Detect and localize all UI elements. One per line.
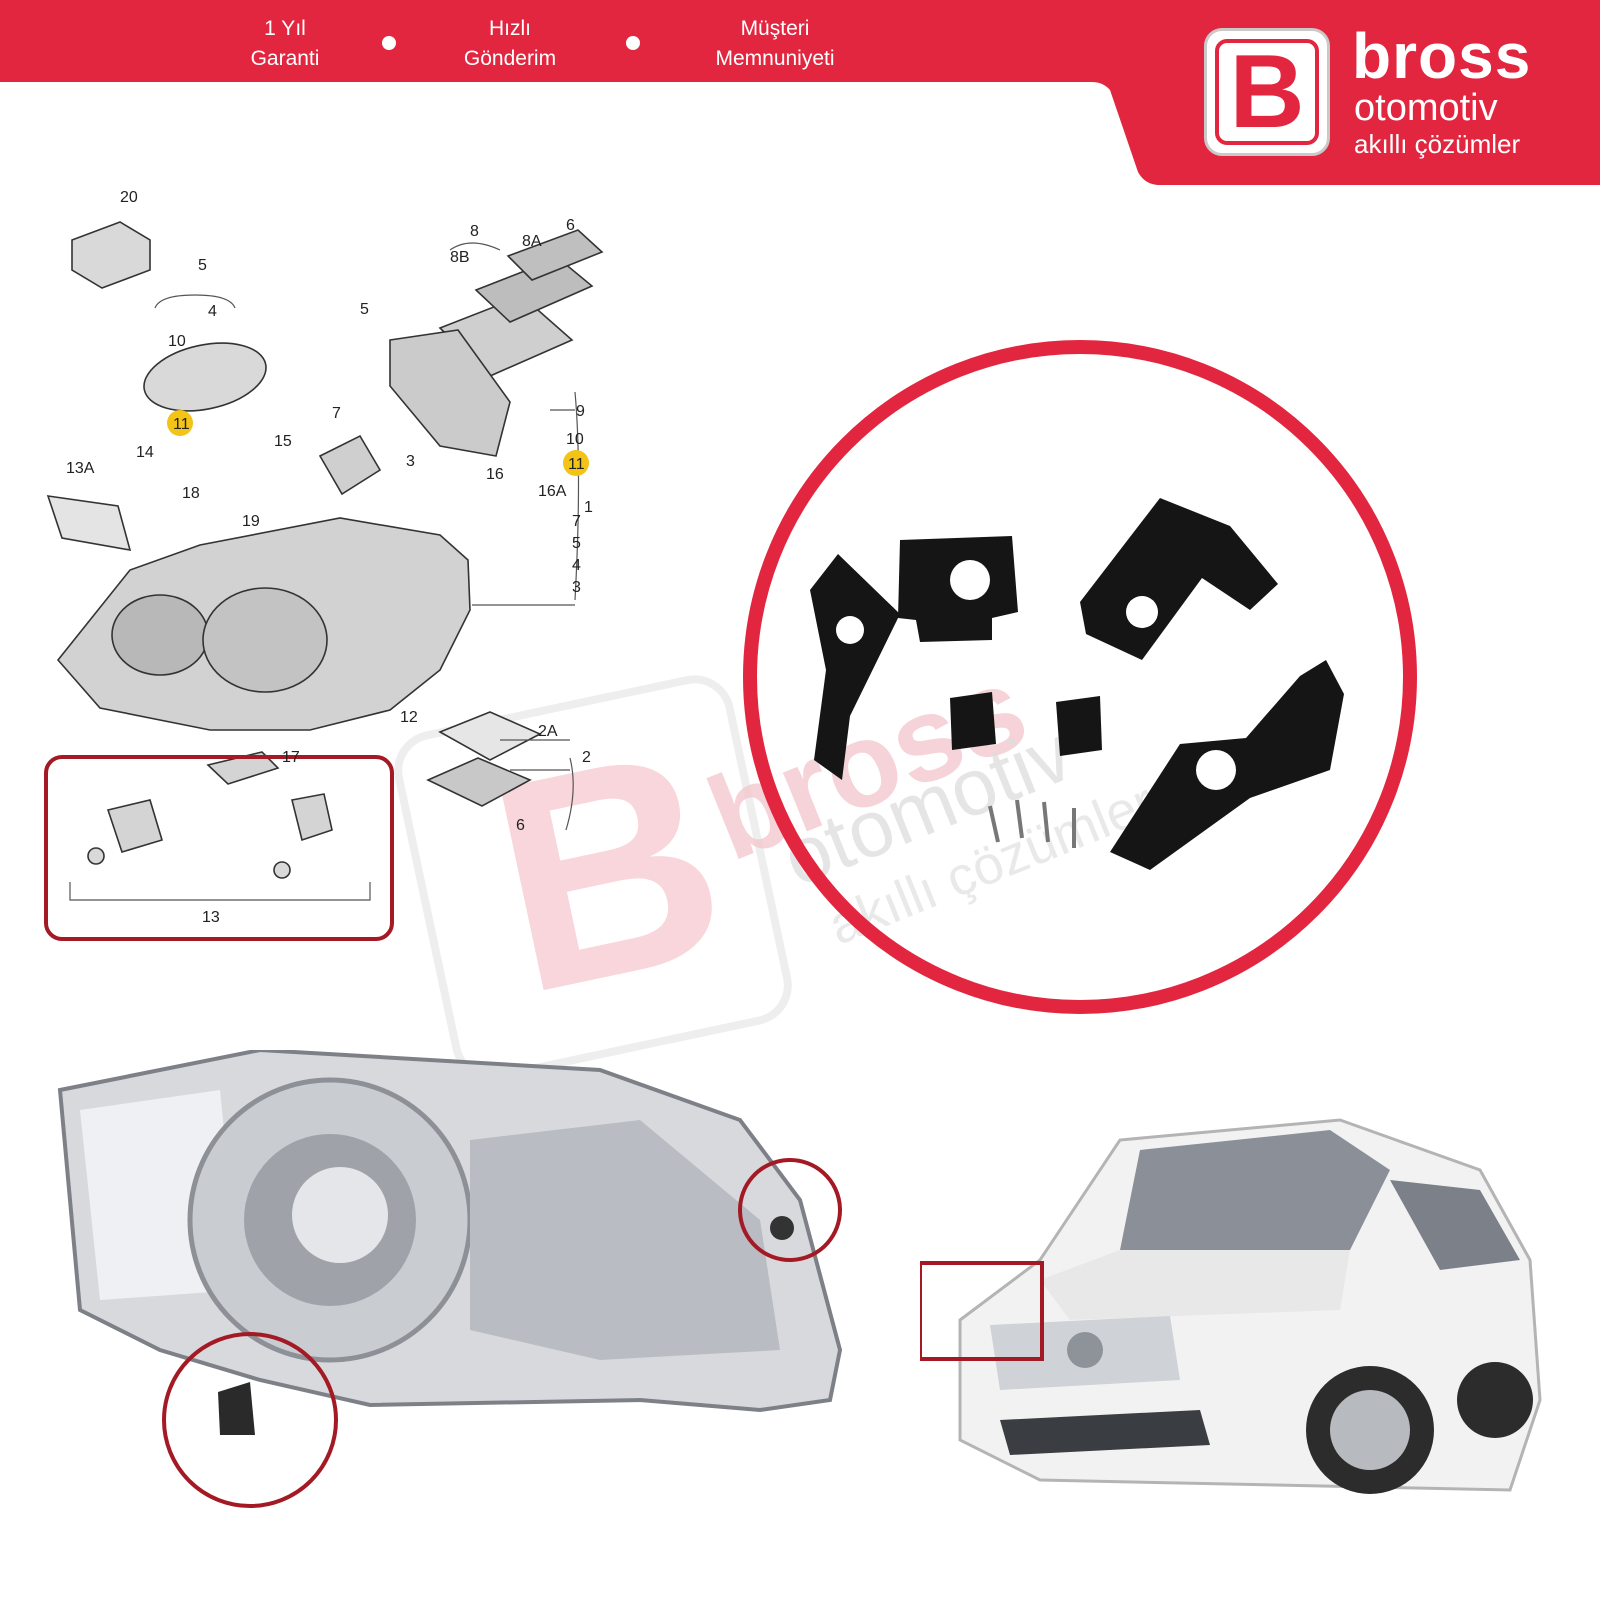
feature-satisfaction-line2: Memnuniyeti — [715, 47, 835, 70]
feature-warranty-line1: 1 Yıl — [264, 17, 306, 40]
callout-label: 7 — [332, 405, 341, 422]
callout-label: 2 — [582, 749, 591, 766]
callout-label: 11 — [568, 456, 585, 473]
brand-tagline: akıllı çözümler — [1354, 129, 1521, 159]
callout-label: 1 — [584, 499, 593, 516]
callout-label: 20 — [120, 189, 138, 206]
callout-label: 5 — [572, 535, 581, 552]
callout-label: 12 — [400, 709, 418, 726]
callout-label: 6 — [516, 817, 525, 834]
callout-label: 14 — [136, 444, 154, 461]
car-photo — [920, 1118, 1542, 1494]
brand-subtitle: otomotiv — [1354, 87, 1498, 129]
callout-label: 16A — [538, 483, 567, 500]
brand-name: bross — [1352, 20, 1532, 92]
callout-label: 13 — [202, 909, 220, 926]
mount-location-highlight — [920, 1261, 1044, 1361]
threaded-nut-part — [1056, 696, 1102, 756]
callout-label: 5 — [360, 301, 369, 318]
callout-label: 3 — [572, 579, 581, 596]
callout-label: 8 — [470, 223, 479, 240]
callout-label: 11 — [173, 416, 190, 433]
callout-label: 10 — [566, 431, 584, 448]
callout-label: 13A — [66, 460, 95, 477]
feature-shipping-line1: Hızlı — [489, 17, 531, 40]
parts-highlight-ring — [743, 340, 1417, 1014]
header-banner — [0, 0, 1600, 185]
bullet-dot-icon — [626, 36, 640, 50]
callout-badge-icon — [563, 450, 589, 476]
exploded-parts-diagram: 20 5 4 10 11 14 13A 18 15 19 7 3 16 16A … — [44, 189, 604, 941]
feature-warranty: 1 Yıl Garanti — [215, 14, 355, 74]
callout-badge-icon — [167, 410, 193, 436]
callout-label: 17 — [282, 749, 300, 766]
callout-label: 15 — [274, 433, 292, 450]
callout-label: 8A — [522, 233, 542, 250]
callout-label: 8B — [450, 249, 470, 266]
feature-satisfaction: Müşteri Memnuniyeti — [705, 14, 845, 74]
callout-label: 9 — [576, 403, 585, 420]
repair-kit-parts — [743, 340, 1417, 1014]
callout-label: 7 — [572, 513, 581, 530]
callout-label: 2A — [538, 723, 558, 740]
callout-label: 4 — [572, 557, 581, 574]
callout-label: 5 — [198, 257, 207, 274]
feature-shipping: Hızlı Gönderim — [440, 14, 580, 74]
feature-shipping-line2: Gönderim — [463, 47, 557, 70]
callout-label: 6 — [566, 217, 575, 234]
callout-label: 18 — [182, 485, 200, 502]
feature-satisfaction-line1: Müşteri — [740, 17, 810, 40]
screws — [988, 799, 1076, 848]
logo-letter: B — [1215, 39, 1319, 145]
bullet-dot-icon — [382, 36, 396, 50]
threaded-nut-part — [950, 692, 996, 750]
headlight-photo — [57, 1050, 843, 1508]
left-bracket-part — [810, 554, 900, 780]
callout-label: 4 — [208, 303, 217, 320]
angle-bracket-part — [1080, 498, 1278, 660]
callout-label: 16 — [486, 466, 504, 483]
mount-highlight-circle — [738, 1158, 842, 1262]
callout-label: 3 — [406, 453, 415, 470]
bracket-highlight-frame — [44, 755, 394, 941]
bross-logo-icon: B — [1204, 28, 1330, 156]
mount-highlight-circle — [162, 1332, 338, 1508]
callout-label: 19 — [242, 513, 260, 530]
callout-label: 10 — [168, 333, 186, 350]
feature-warranty-line2: Garanti — [250, 47, 320, 70]
